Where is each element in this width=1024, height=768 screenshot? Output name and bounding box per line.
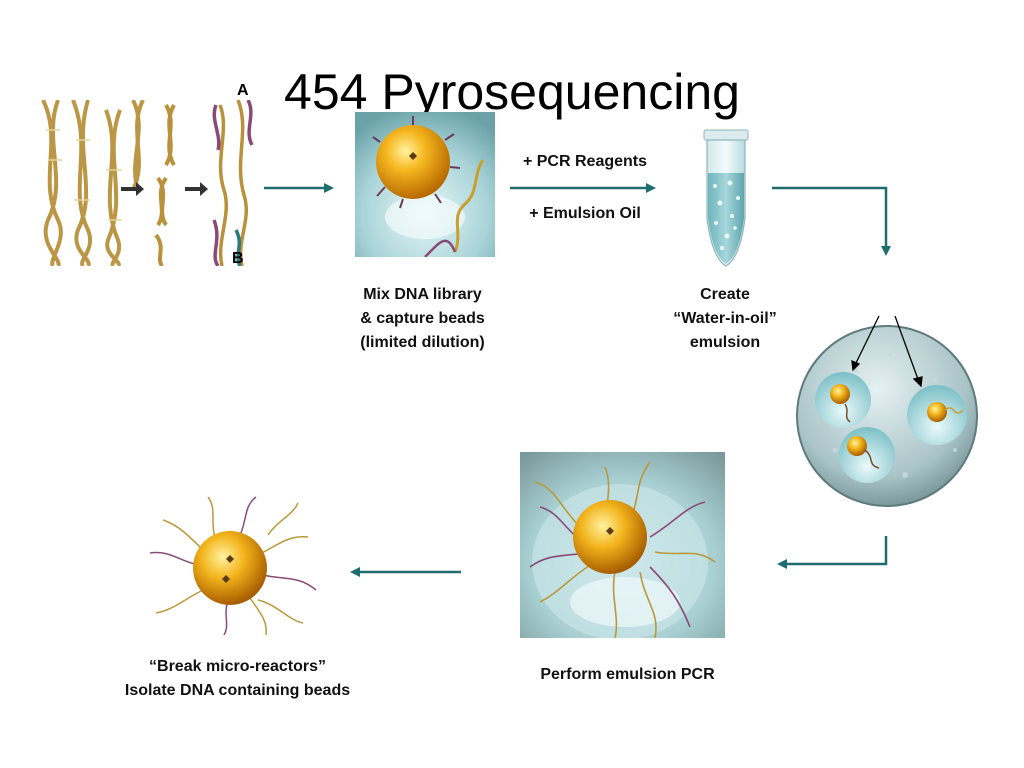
pcr-reagents-label: + PCR Reagents [522,153,648,170]
emulsion-step-label: Create “Water-in-oil” emulsion [640,283,810,355]
arrow-to-tube [510,183,656,193]
page-title: 454 Pyrosequencing [284,64,740,120]
label-b: B [232,250,244,267]
mix-step-label: Mix DNA library & capture beads (limited… [330,283,515,355]
arrow-to-pcr [777,536,888,569]
break-line-2: Isolate DNA containing beads [124,682,351,699]
capture-bead-panel [355,112,495,257]
emulsion-dish-illustration [796,315,978,507]
pcr-step-label: Perform emulsion PCR [540,666,715,683]
emulsion-oil-label: + Emulsion Oil [529,205,641,222]
dna-strands-illustration [41,100,254,266]
break-line-1: “Break micro-reactors” [149,658,326,675]
mix-line-2: & capture beads [360,310,485,327]
emulsion-line-1: Create [700,286,750,303]
emulsion-line-2: “Water-in-oil” [673,310,777,327]
mix-line-1: Mix DNA library [363,286,482,303]
label-a: A [237,82,249,99]
emulsion-line-3: emulsion [689,334,761,351]
mix-line-3: (limited dilution) [360,334,485,351]
emulsion-pcr-illustration [520,452,725,638]
arrow-to-mix [264,183,334,193]
emulsion-pcr-panel [520,452,725,638]
arrow-to-final-bead [350,567,461,577]
test-tube-icon [703,129,749,267]
arrow-to-emulsion-view [772,186,891,256]
capture-bead-illustration [355,112,495,257]
dna-bead-illustration [149,496,317,635]
dna-fragmentation-panel [38,100,260,266]
break-step-label: “Break micro-reactors” Isolate DNA conta… [100,655,375,703]
